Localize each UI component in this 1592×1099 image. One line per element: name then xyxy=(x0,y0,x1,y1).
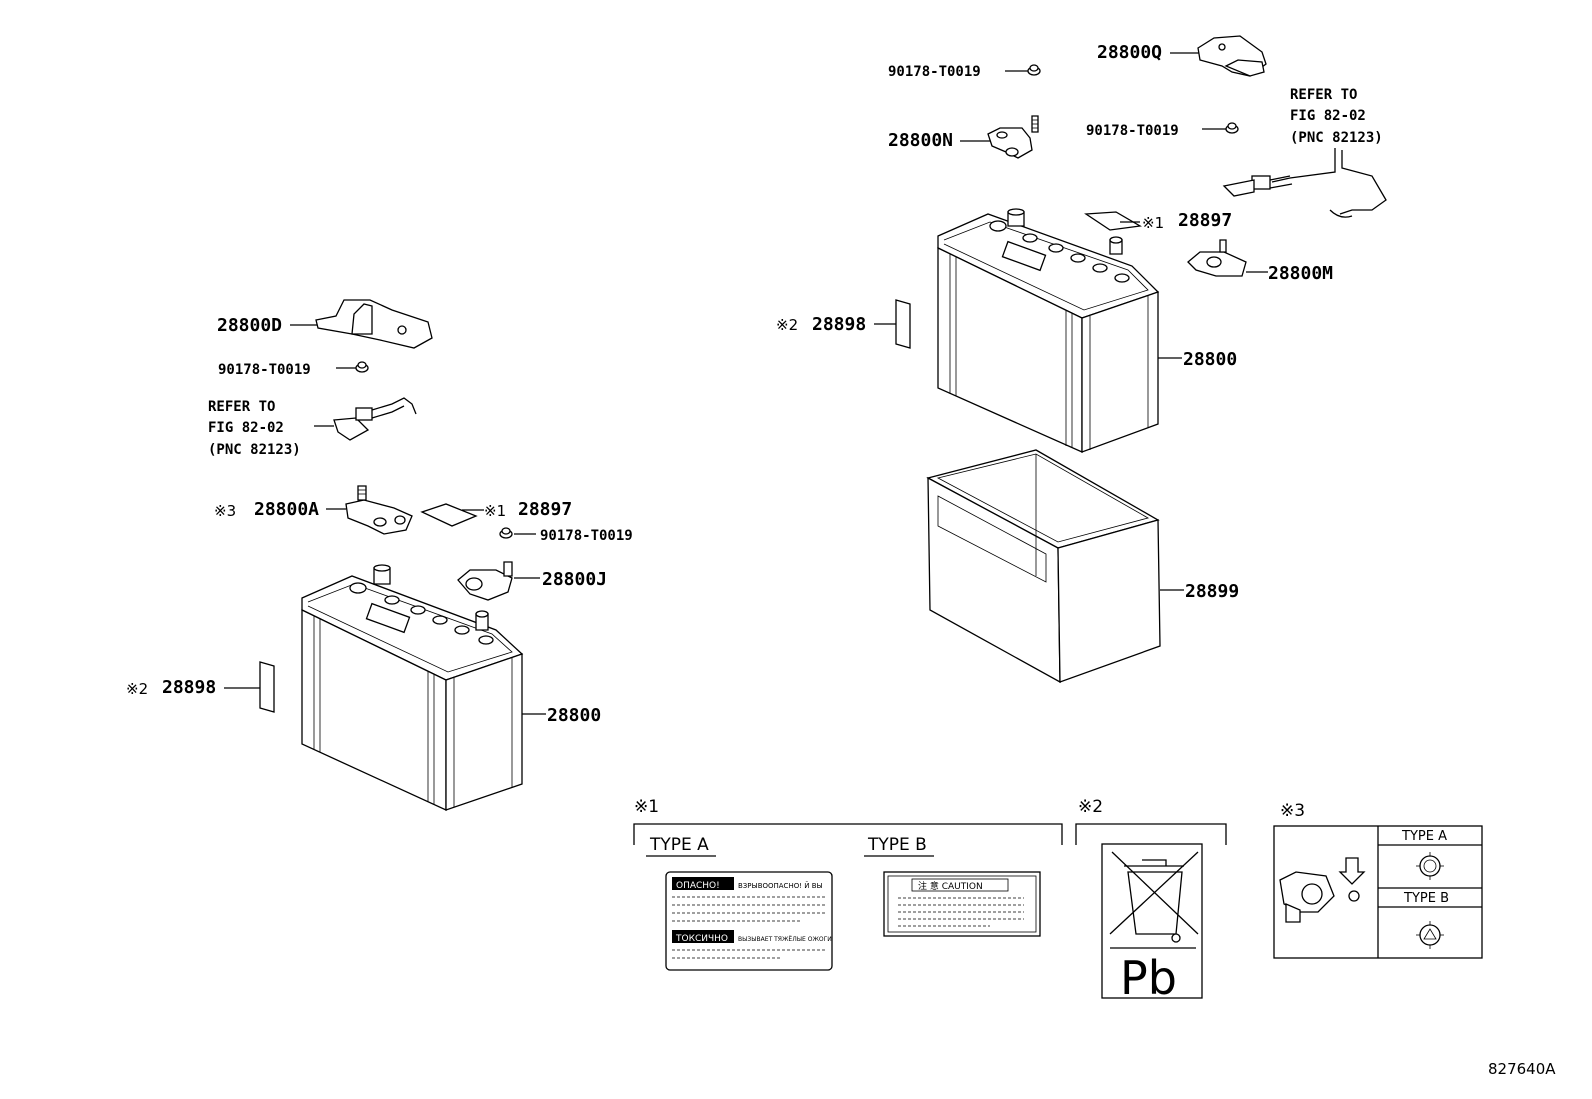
callout-sticker-28898-upper[interactable]: 28898 xyxy=(812,314,866,335)
note-mark-1: ※1 xyxy=(484,502,506,520)
recycle-bin-pb-icon: Pb xyxy=(1101,843,1203,1005)
terminal-clamp-m-icon xyxy=(1187,239,1247,277)
legend-note-2: ※2 Pb xyxy=(1075,797,1227,1005)
toxic-label-text: ТОКСИЧНО xyxy=(675,934,728,944)
note-mark-2: ※2 xyxy=(126,680,148,698)
type-b-heading: TYPE B xyxy=(867,835,927,855)
note-3-type-b: TYPE B xyxy=(1403,891,1449,906)
terminal-clamp-d-icon xyxy=(315,299,433,349)
refer-note-line-1: REFER TO xyxy=(208,399,275,415)
warning-label-sheet-icon xyxy=(1084,211,1142,231)
note-mark-1: ※1 xyxy=(1142,214,1164,232)
callout-clamp-28800n[interactable]: 28800N xyxy=(888,130,953,151)
caution-label-title: 注 意 CAUTION xyxy=(918,880,983,892)
terminal-clamp-detail-icon xyxy=(1279,857,1366,923)
cable-assembly-icon xyxy=(1222,148,1387,218)
legend-note-3: ※3 TYPE A TYPE B xyxy=(1273,801,1483,959)
callout-clamp-28800a[interactable]: 28800A xyxy=(254,499,319,520)
callout-clamp-28800q[interactable]: 28800Q xyxy=(1097,42,1162,63)
cable-terminal-icon xyxy=(333,397,417,441)
left-group: 28800D 90178-T0019 REFER TO FIG 82-02 (P… xyxy=(126,299,633,812)
callout-bolt-90178-upper-2[interactable]: 90178-T0019 xyxy=(1086,123,1179,139)
callout-battery-28800-upper[interactable]: 28800 xyxy=(1183,349,1237,370)
lead-symbol-text: Pb xyxy=(1120,951,1177,1005)
callout-clamp-28800j[interactable]: 28800J xyxy=(542,569,607,590)
warning-label-sheet-icon xyxy=(420,503,478,527)
callout-label-28897-upper[interactable]: 28897 xyxy=(1178,210,1232,231)
type-a-nut-icon xyxy=(1416,852,1444,880)
callout-clamp-28800m[interactable]: 28800M xyxy=(1268,263,1333,284)
callout-bolt-90178-upper-1[interactable]: 90178-T0019 xyxy=(888,64,981,80)
refer-note-line-3: (PNC 82123) xyxy=(208,442,301,458)
note-mark-3: ※3 xyxy=(214,502,236,520)
legend-note-1: ※1 TYPE A TYPE B ОПАСНО! ВЗРЫВООПАСНО! Й… xyxy=(633,797,1063,971)
battery-tray-icon xyxy=(926,449,1161,684)
refer-note-line-3: (PNC 82123) xyxy=(1290,130,1383,146)
upper-right-group: 90178-T0019 28800Q 28800N 90178-T0019 xyxy=(776,35,1387,684)
note-2-mark: ※2 xyxy=(1078,797,1103,817)
note-1-mark: ※1 xyxy=(634,797,659,817)
figure-id: 827640A xyxy=(1488,1060,1556,1078)
terminal-clamp-a-icon xyxy=(345,485,413,535)
note-3-type-a: TYPE A xyxy=(1401,829,1447,844)
bolt-nut-icon xyxy=(1027,64,1041,76)
callout-label-28897-left[interactable]: 28897 xyxy=(518,499,572,520)
type-b-nut-icon xyxy=(1416,921,1444,949)
note-mark-2: ※2 xyxy=(776,316,798,334)
battery-upper-icon xyxy=(937,208,1160,454)
toxic-label-tail: ВЫЗЫВАЕТ ТЯЖЁЛЫЕ ОЖОГИ xyxy=(738,936,832,943)
callout-clamp-28800d[interactable]: 28800D xyxy=(217,315,282,336)
refer-note-line-2[interactable]: FIG 82-02 xyxy=(1290,108,1366,124)
warning-label-type-a: ОПАСНО! ВЗРЫВООПАСНО! Й ВЫ ТОКСИЧНО ВЫЗЫ… xyxy=(665,871,833,971)
bolt-nut-icon xyxy=(1225,122,1239,134)
type-a-heading: TYPE A xyxy=(649,835,709,855)
terminal-clamp-n-icon xyxy=(987,115,1039,159)
bolt-nut-icon xyxy=(355,361,369,373)
terminal-clamp-q-icon xyxy=(1197,35,1267,77)
warning-label-type-b: 注 意 CAUTION xyxy=(883,871,1041,937)
callout-bolt-90178-left-1[interactable]: 90178-T0019 xyxy=(218,362,311,378)
refer-note-line-1: REFER TO xyxy=(1290,87,1357,103)
terminal-clamp-j-icon xyxy=(457,561,513,601)
callout-battery-28800-left[interactable]: 28800 xyxy=(547,705,601,726)
bolt-nut-icon xyxy=(499,527,513,539)
callout-sticker-28898-left[interactable]: 28898 xyxy=(162,677,216,698)
recycle-sticker-icon xyxy=(895,299,911,349)
recycle-sticker-icon xyxy=(259,661,275,713)
danger-label-text: ОПАСНО! xyxy=(676,881,720,891)
danger-label-tail: ВЗРЫВООПАСНО! Й ВЫ xyxy=(738,881,823,890)
battery-left-icon xyxy=(301,564,524,812)
callout-bolt-90178-left-2[interactable]: 90178-T0019 xyxy=(540,528,633,544)
note-3-mark: ※3 xyxy=(1280,801,1305,821)
refer-note-line-2[interactable]: FIG 82-02 xyxy=(208,420,284,436)
callout-tray-28899[interactable]: 28899 xyxy=(1185,581,1239,602)
